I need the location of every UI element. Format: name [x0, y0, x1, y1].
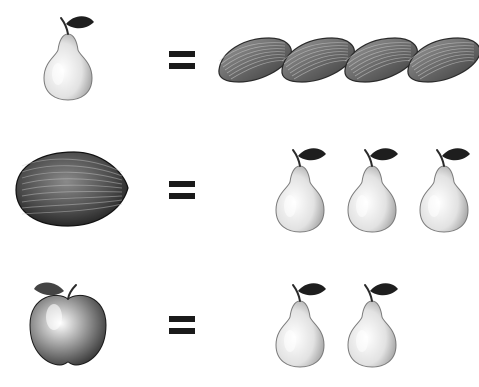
melon-icon: [16, 152, 128, 226]
almond-icon: [345, 38, 417, 82]
pear-icon: [348, 148, 398, 232]
almond-icon: [282, 38, 354, 82]
almond-icon: [219, 38, 291, 82]
pear-icon: [276, 283, 326, 367]
pear-icon: [348, 283, 398, 367]
pear-icon: [420, 148, 470, 232]
equals-sign-icon: [169, 316, 195, 334]
equals-sign-icon: [169, 181, 195, 199]
apple-icon: [30, 283, 106, 366]
pear-icon: [276, 148, 326, 232]
almond-icon: [408, 38, 479, 82]
pear-icon: [44, 16, 94, 100]
equals-sign-icon: [169, 51, 195, 69]
